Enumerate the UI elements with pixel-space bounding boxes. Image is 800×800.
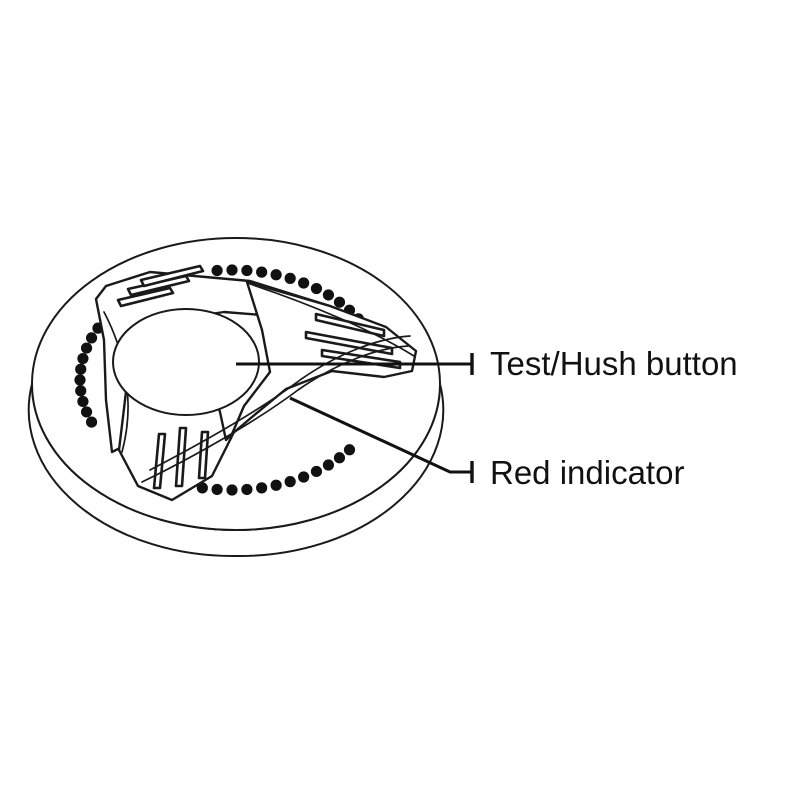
- callout-label-red-indicator: Red indicator: [490, 454, 684, 491]
- vent-dot: [256, 266, 268, 278]
- vent-dot: [256, 482, 268, 494]
- vent-dot: [74, 374, 86, 386]
- vent-dot: [226, 264, 238, 276]
- vent-dot: [298, 277, 310, 289]
- test-hush-button[interactable]: [112, 308, 260, 416]
- vent-dot: [80, 406, 93, 418]
- leader-line: [289, 396, 472, 474]
- vent-dot: [211, 483, 223, 496]
- vent-dot: [333, 296, 346, 308]
- callout-label-test-hush: Test/Hush button: [490, 345, 738, 382]
- vent-dot: [77, 352, 89, 365]
- vent-dot: [241, 483, 253, 496]
- vent-dot: [310, 465, 323, 478]
- vent-dot: [284, 476, 296, 488]
- vent-dot: [80, 342, 93, 354]
- vent-dot: [333, 452, 346, 464]
- vent-dot: [322, 289, 335, 301]
- vent-dot: [310, 282, 323, 295]
- vent-dot: [270, 479, 282, 491]
- vent-dot: [85, 332, 98, 344]
- vent-dot: [196, 482, 208, 494]
- vent-dot: [85, 416, 98, 428]
- vent-dot: [211, 264, 223, 277]
- vent-dot: [75, 363, 87, 375]
- vent-dot: [270, 269, 282, 281]
- vent-slot: [116, 286, 175, 308]
- blade-upper-left-slots: [116, 264, 205, 308]
- hub-seam-lower: [149, 335, 411, 471]
- hub-seam-lower-2: [141, 345, 409, 483]
- vent-slot: [304, 330, 394, 356]
- vent-dot: [77, 395, 89, 408]
- callout-test-hush: Test/Hush button: [236, 345, 738, 382]
- vent-dot: [343, 444, 356, 456]
- vent-dot: [298, 471, 310, 483]
- vent-dot: [284, 272, 296, 284]
- vent-dot: [322, 459, 335, 471]
- callout-red-indicator: Red indicator: [289, 396, 684, 491]
- detector-side-wall-lower-edge: [27, 383, 445, 558]
- vent-dot: [226, 484, 238, 496]
- vent-dot: [75, 385, 87, 397]
- blade-right: [230, 280, 418, 436]
- vent-slot: [197, 430, 210, 480]
- vent-slot: [174, 426, 188, 488]
- vent-slot: [139, 264, 205, 288]
- vent-dot: [241, 264, 253, 277]
